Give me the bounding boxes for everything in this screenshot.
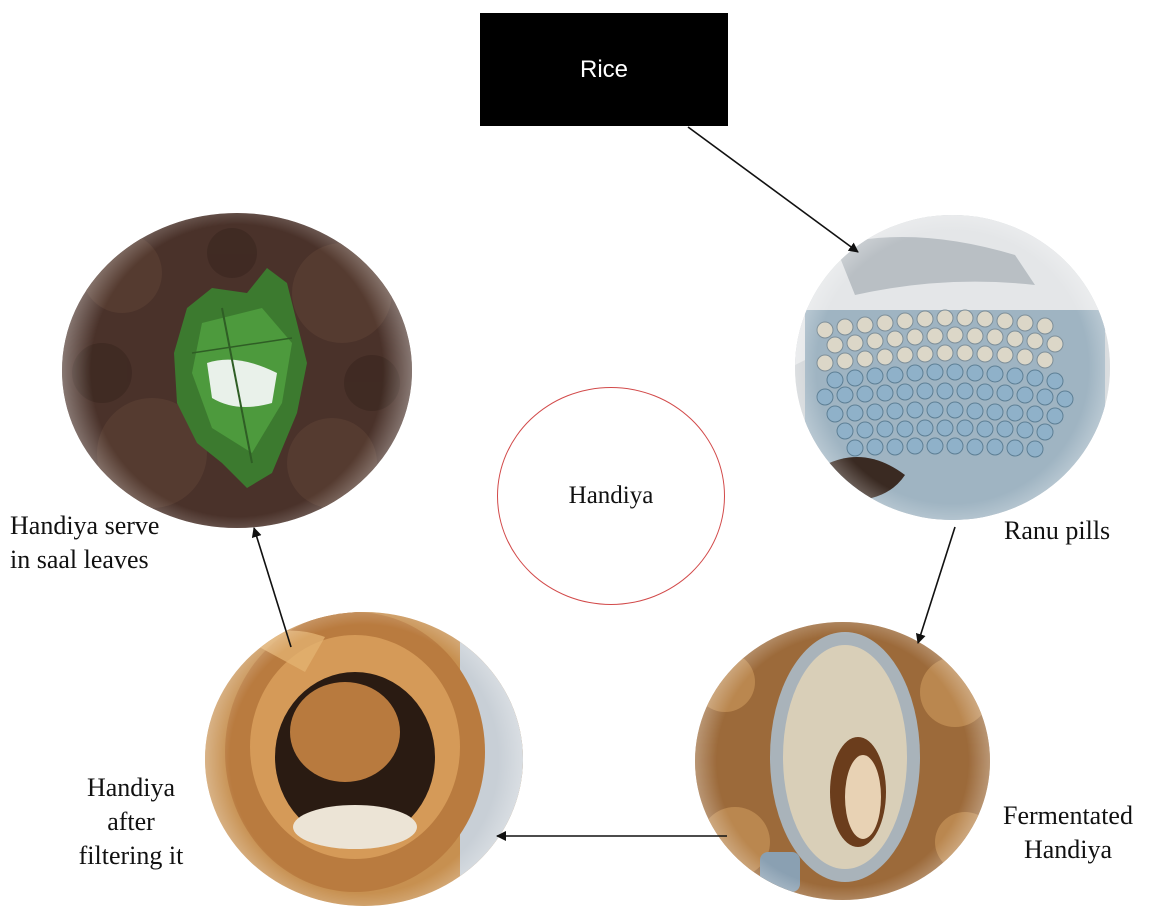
fermentated-handiya-photo — [695, 622, 990, 900]
filtered-handiya-illustration — [205, 612, 523, 906]
saal-leaves-photo — [62, 213, 412, 528]
center-label: Handiya — [569, 482, 654, 510]
serve-label: Handiya serve in saal leaves — [10, 509, 159, 577]
filtering-line-1: Handiya — [46, 771, 216, 805]
ranu-pills-label: Ranu pills — [1004, 514, 1110, 548]
fermentated-handiya-illustration — [695, 622, 990, 900]
rice-label: Rice — [580, 56, 628, 84]
fermentated-line-2: Handiya — [983, 833, 1151, 867]
filtered-handiya-photo — [205, 612, 523, 906]
filtering-label: Handiya after filtering it — [46, 771, 216, 873]
filtering-line-3: filtering it — [46, 839, 216, 873]
ranu-pills-photo — [795, 215, 1110, 520]
serve-line-2: in saal leaves — [10, 543, 159, 577]
ranu-pills-text: Ranu pills — [1004, 516, 1110, 545]
ranu-pills-illustration — [795, 215, 1110, 520]
serve-line-1: Handiya serve — [10, 509, 159, 543]
fermentated-label: Fermentated Handiya — [983, 799, 1151, 867]
rice-box: Rice — [480, 13, 728, 126]
saal-leaves-illustration — [62, 213, 412, 528]
filtering-line-2: after — [46, 805, 216, 839]
center-ring: Handiya — [497, 387, 725, 605]
fermentated-line-1: Fermentated — [983, 799, 1151, 833]
